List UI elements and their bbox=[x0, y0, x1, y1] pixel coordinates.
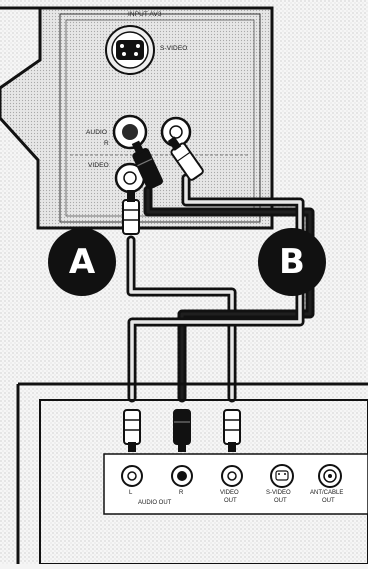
device-jack-audio-left bbox=[121, 465, 143, 487]
jack-label-video: VIDEO bbox=[220, 490, 239, 496]
audio-out-label: AUDIO OUT bbox=[138, 500, 172, 506]
device-jack-audio-right bbox=[171, 465, 193, 487]
badge-b bbox=[258, 228, 326, 296]
jack-label-svideo: S-VIDEO bbox=[266, 490, 291, 496]
badge-b-label: B bbox=[279, 242, 305, 282]
tv-plug-video bbox=[122, 190, 140, 235]
tv-audio-sub: R bbox=[104, 140, 109, 147]
jack-label-l: L bbox=[129, 490, 133, 496]
badge-a bbox=[48, 228, 116, 296]
device-jack-antenna bbox=[318, 464, 342, 488]
badge-a-label: A bbox=[68, 242, 96, 282]
tv-audio-jack-left bbox=[112, 114, 148, 150]
tv-plug-audio-left bbox=[131, 140, 163, 190]
device-jack-video bbox=[221, 465, 243, 487]
device-plug-left bbox=[123, 409, 141, 452]
tv-input-title: INPUT AV3 bbox=[128, 11, 162, 18]
device-jack-svideo bbox=[270, 464, 294, 488]
tv-video-label: VIDEO bbox=[88, 162, 109, 169]
device-plug-right bbox=[173, 409, 191, 452]
tv-svideo-jack bbox=[105, 25, 155, 75]
jack-label-antenna: ANT/CABLE bbox=[310, 490, 344, 496]
tv-plug-audio-right bbox=[167, 136, 204, 181]
jack-label-r: R bbox=[179, 490, 184, 496]
device-plug-video bbox=[223, 409, 241, 452]
cable-a bbox=[126, 235, 237, 403]
jack-label-video-out: OUT bbox=[224, 498, 237, 504]
tv-svideo-label: S-VIDEO bbox=[160, 45, 188, 52]
jack-label-svideo-out: OUT bbox=[274, 498, 287, 504]
tv-audio-label: AUDIO bbox=[86, 129, 108, 136]
jack-label-antenna-out: OUT bbox=[322, 498, 335, 504]
